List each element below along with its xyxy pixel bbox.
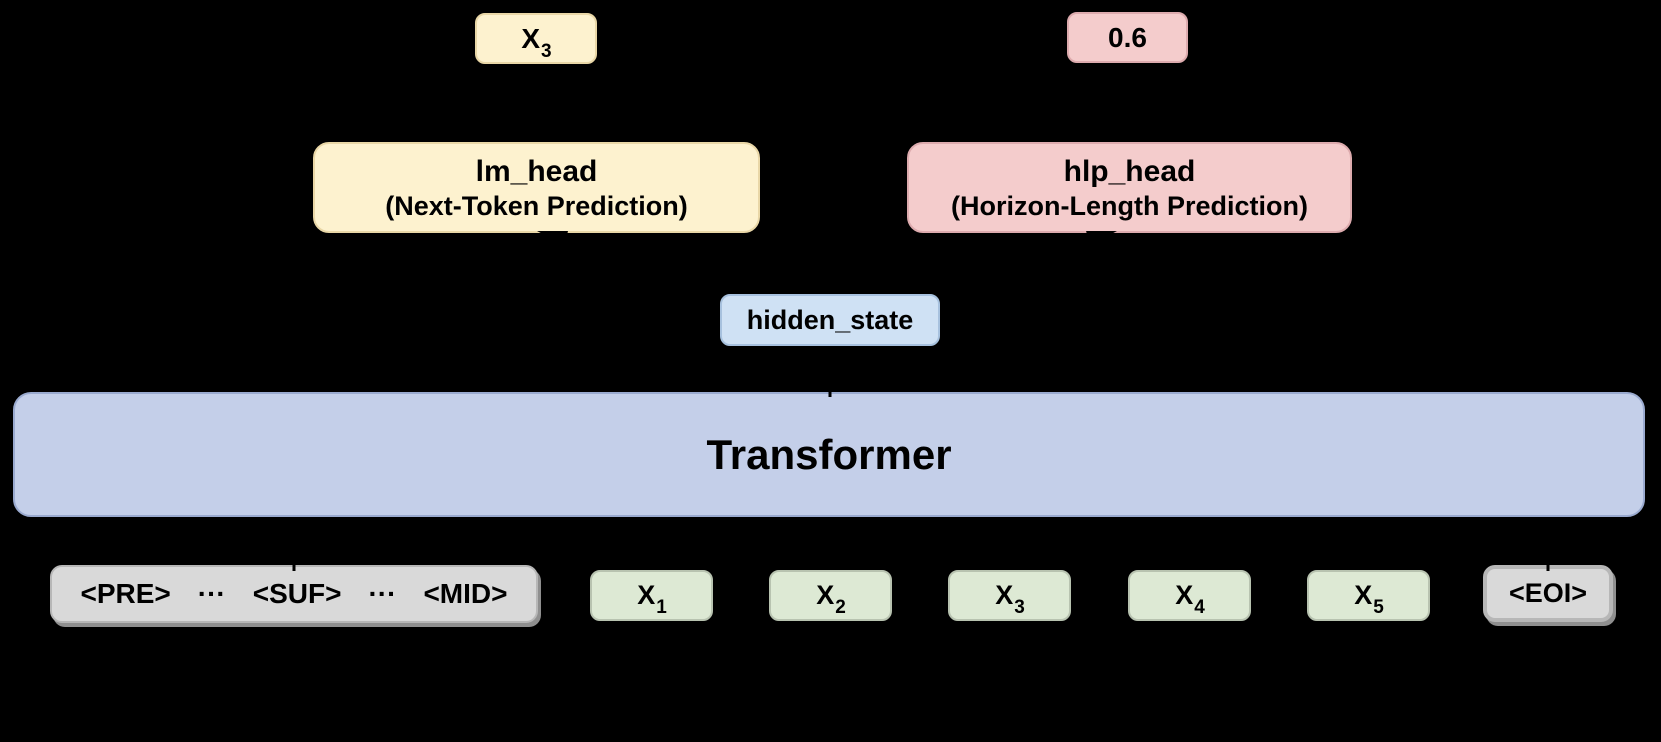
eoi-token-box: <EOI> — [1483, 565, 1613, 622]
arrow-token-x4-to-transformer — [1182, 519, 1196, 569]
arrow-token-x1-to-transformer — [644, 519, 658, 569]
token-x3-box: X3 — [948, 570, 1071, 621]
ellipsis: ··· — [368, 578, 397, 609]
token-x5-label: X5 — [1354, 580, 1384, 618]
hlp-head-subtitle: (Horizon-Length Prediction) — [951, 190, 1308, 221]
fim-prompt-box: <PRE> ··· <SUF> ··· <MID> — [50, 565, 538, 623]
arrow-token-x3-to-transformer — [1002, 519, 1016, 569]
hidden-state-box: hidden_state — [720, 294, 940, 346]
token-x1-box: X1 — [590, 570, 713, 621]
token-x4-box: X4 — [1128, 570, 1251, 621]
arrow-fim-prompt-to-transformer — [287, 519, 301, 571]
next-token-output-box: X3 — [475, 13, 597, 64]
mid-token-label: <MID> — [423, 578, 508, 609]
transformer-box: Transformer — [13, 392, 1645, 517]
ellipsis: ··· — [197, 578, 226, 609]
token-x1-label: X1 — [637, 580, 667, 618]
next-token-output-label: X3 — [521, 22, 552, 62]
token-x5-box: X5 — [1307, 570, 1430, 621]
token-x2-box: X2 — [769, 570, 892, 621]
lm-head-box: lm_head (Next-Token Prediction) — [313, 142, 760, 233]
arrow-token-x2-to-transformer — [823, 519, 837, 569]
arrow-eoi-to-transformer — [1541, 519, 1555, 571]
transformer-label: Transformer — [706, 430, 952, 478]
arrow-lm-head-to-next-token — [530, 66, 544, 138]
token-x4-label: X4 — [1175, 580, 1205, 618]
horizon-length-output-box: 0.6 — [1067, 12, 1188, 63]
hlp-head-box: hlp_head (Horizon-Length Prediction) — [907, 142, 1352, 233]
lm-head-subtitle: (Next-Token Prediction) — [385, 190, 688, 221]
arrow-hidden-state-to-lm-head — [537, 231, 781, 294]
arrow-hidden-state-to-hlp-head — [879, 231, 1117, 294]
eoi-token-label: <EOI> — [1508, 578, 1588, 608]
next-token-output-subscript: 3 — [541, 40, 552, 62]
suf-token-label: <SUF> — [252, 578, 342, 609]
lm-head-title: lm_head — [475, 154, 598, 188]
horizon-length-output-label: 0.6 — [1108, 21, 1147, 53]
arrow-token-x5-to-transformer — [1361, 519, 1375, 569]
token-x2-label: X2 — [816, 580, 846, 618]
token-x3-label: X3 — [995, 580, 1025, 618]
arrow-transformer-to-hidden-state — [823, 346, 837, 397]
hidden-state-label: hidden_state — [746, 304, 914, 335]
pre-token-label: <PRE> — [80, 578, 171, 609]
arrow-hlp-head-to-horizon-length — [1120, 65, 1134, 139]
hlp-head-title: hlp_head — [1063, 154, 1196, 188]
